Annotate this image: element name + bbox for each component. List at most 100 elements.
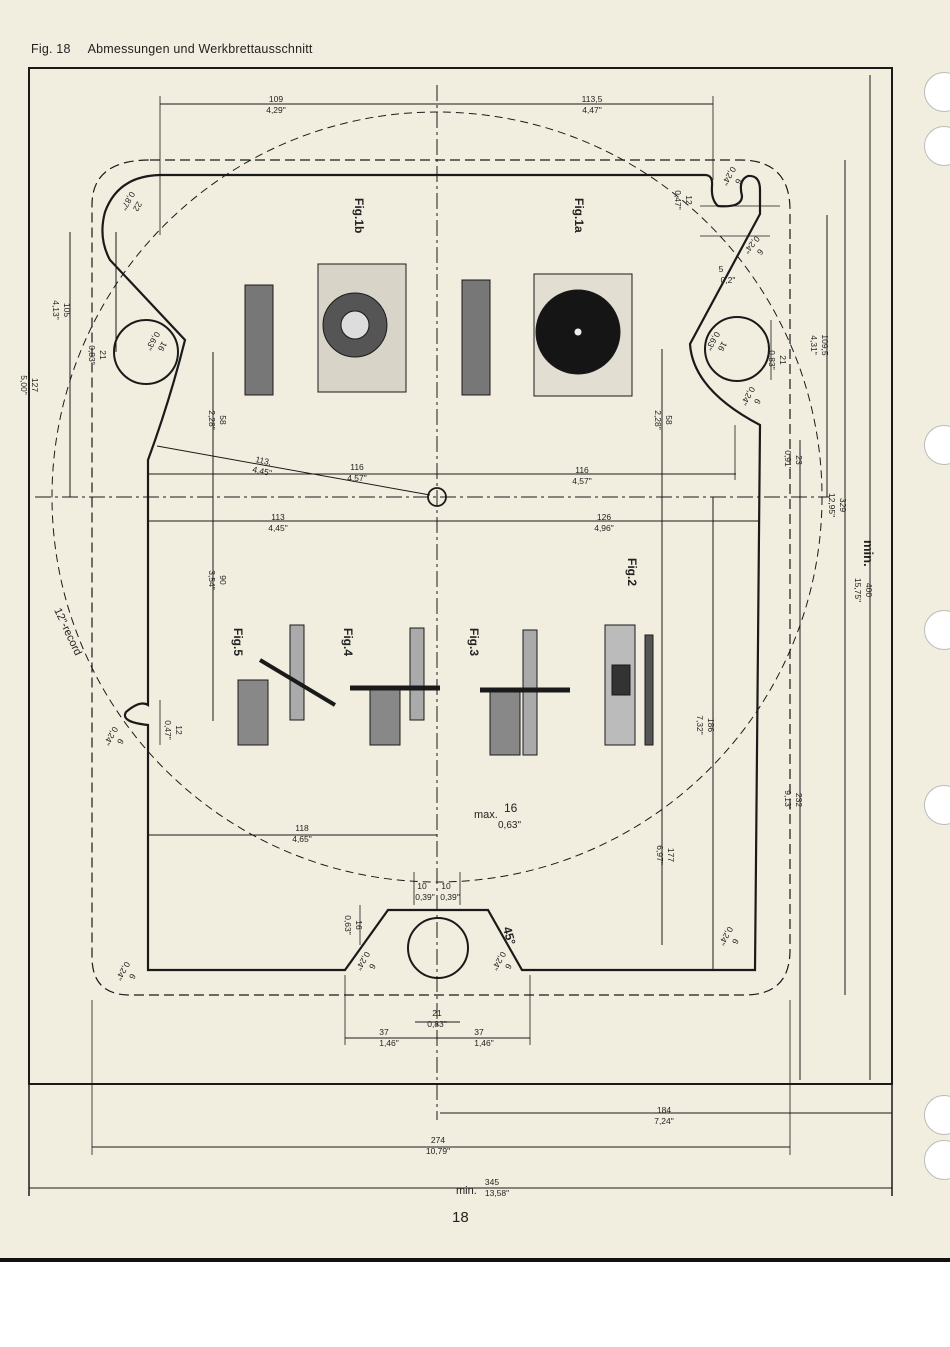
dim-90: 90 [218, 575, 228, 585]
dim-6-bottom-c2-inch: 0,24" [490, 950, 508, 972]
dim-22: 22 [131, 200, 145, 213]
dim-6-bottom-right: 6 [730, 937, 741, 946]
dim-113-radius-inch: 4,45" [252, 464, 273, 478]
dim-126: 126 [597, 512, 611, 522]
binder-hole [924, 1140, 950, 1180]
dim-118-inch: 4,65" [292, 834, 312, 844]
dim-274-inch: 10,79" [426, 1146, 450, 1156]
dim-21-left-inch: 0,83" [87, 345, 97, 365]
dim-16-hole-left: 16 [156, 340, 170, 353]
dim-109-inch: 4,29" [266, 105, 286, 115]
dim-12-top-inch: 0,47" [673, 190, 683, 210]
fig3-label: Fig.3 [467, 628, 481, 656]
dim-6-top: 6 [733, 177, 744, 186]
dim-400-inch: 15,75" [853, 578, 863, 602]
dim-6-bottom-right-inch: 0,24" [717, 925, 735, 947]
document-page: Fig. 18 Abmessungen und Werkbrettausschn… [0, 0, 950, 1262]
dim-109-5: 109,5 [820, 334, 830, 356]
technical-drawing: Fig.1b Fig.1a Fig.2 Fig.3 Fig.4 Fig.5 12… [19, 67, 893, 1198]
page-bottom-area [0, 1258, 950, 1347]
dim-12-left-inch: 0,47" [163, 720, 173, 740]
dim-12-top: 12 [684, 195, 694, 205]
dim-58-right-inch: 2,28" [653, 410, 663, 430]
dim-21-left: 21 [98, 350, 108, 360]
fig1a-label: Fig.1a [572, 198, 586, 233]
fig1b-label: Fig.1b [352, 198, 366, 233]
dim-max-16: 16 [504, 801, 518, 815]
dim-58-right: 58 [664, 415, 674, 425]
binder-hole [924, 425, 950, 465]
dim-116-right: 116 [575, 465, 589, 475]
dim-116-left: 116 [350, 462, 364, 472]
dim-113-5: 113,5 [582, 94, 603, 104]
dim-113-bottom-inch: 4,45" [268, 523, 288, 533]
fig5-label: Fig.5 [231, 628, 245, 656]
dim-400: 400 [864, 583, 874, 597]
fig2-label: Fig.2 [625, 558, 639, 586]
dim-max-label: max. [474, 809, 498, 821]
dim-274: 274 [431, 1135, 445, 1145]
binder-hole [924, 1095, 950, 1135]
dim-186: 186 [706, 718, 716, 732]
dim-16-bottom: 16 [354, 920, 364, 930]
dim-10-right: 10 [441, 881, 451, 891]
dim-126-inch: 4,96" [594, 523, 614, 533]
dim-37-left-inch: 1,46" [379, 1038, 399, 1048]
dim-109-5-inch: 4,31" [809, 335, 819, 355]
angle-45: 45° [500, 925, 518, 946]
dim-184-inch: 7,24" [654, 1116, 674, 1126]
dim-109: 109 [269, 94, 283, 104]
dim-21-right-inch: 0,83" [767, 350, 777, 370]
dim-5: 5 [719, 264, 724, 274]
dim-116-right-inch: 4,57" [572, 476, 592, 486]
dim-232-inch: 9,13" [783, 790, 793, 810]
dim-12-left: 12 [174, 725, 184, 735]
dim-400-min: min. [861, 540, 876, 567]
dim-23: 23 [794, 455, 804, 465]
dim-58-left: 58 [218, 415, 228, 425]
binder-hole [924, 610, 950, 650]
dim-113-radius: 113, [255, 454, 273, 467]
dim-10-right-inch: 0,39" [440, 892, 460, 902]
dim-345: 345 [485, 1177, 499, 1187]
dim-max-16-inch: 0,63" [498, 820, 521, 831]
dim-21-bottom-inch: 0,83" [427, 1019, 447, 1029]
dim-345-min: min. [456, 1185, 477, 1197]
dim-184: 184 [657, 1105, 671, 1115]
dim-127-inch: 5,00" [19, 375, 29, 395]
dim-6-left-inch: 0,24" [102, 725, 120, 747]
dim-186-inch: 7,32" [695, 715, 705, 735]
dim-16-bottom-inch: 0,63" [343, 915, 353, 935]
dim-329-inch: 12,95" [827, 493, 837, 517]
dim-10-left-inch: 0,39" [415, 892, 435, 902]
dim-21-bottom: 21 [432, 1008, 442, 1018]
dim-6-right: 6 [752, 397, 763, 406]
dim-118: 118 [295, 823, 309, 833]
page-number: 18 [452, 1209, 469, 1226]
dim-6-right-inch: 0,24" [739, 385, 757, 407]
record-label: 12"-record [51, 606, 83, 657]
dim-6-bottom-c2: 6 [503, 962, 514, 971]
dim-232: 232 [794, 793, 804, 807]
dim-6-top-inch: 0,24" [720, 165, 738, 187]
dim-10-left: 10 [417, 881, 427, 891]
outer-dashed-outline [91, 159, 791, 996]
dim-58-left-inch: 2,28" [207, 410, 217, 430]
dim-37-right: 37 [474, 1027, 484, 1037]
dim-6-top2: 6 [755, 247, 766, 257]
dim-90-inch: 3,54" [207, 570, 217, 590]
dim-6-bottom-c1: 6 [367, 962, 378, 971]
dim-105: 105 [62, 303, 72, 317]
dim-6-left: 6 [115, 737, 126, 746]
figure-number: Fig. 18 [31, 42, 71, 56]
dim-113-bottom: 113 [271, 512, 285, 522]
figure-title: Abmessungen und Werkbrettausschnitt [87, 42, 313, 56]
dim-5-inch: 0,2" [721, 275, 736, 285]
dim-105-inch: 4,13" [51, 300, 61, 320]
dim-177-inch: 6,97" [655, 845, 665, 865]
dim-6-bottom-left: 6 [127, 972, 138, 981]
dim-116-left-inch: 4,57" [347, 473, 367, 483]
dim-329: 329 [838, 498, 848, 512]
dim-6-bottom-left-inch: 0,24" [114, 960, 132, 982]
dim-177: 177 [666, 848, 676, 862]
